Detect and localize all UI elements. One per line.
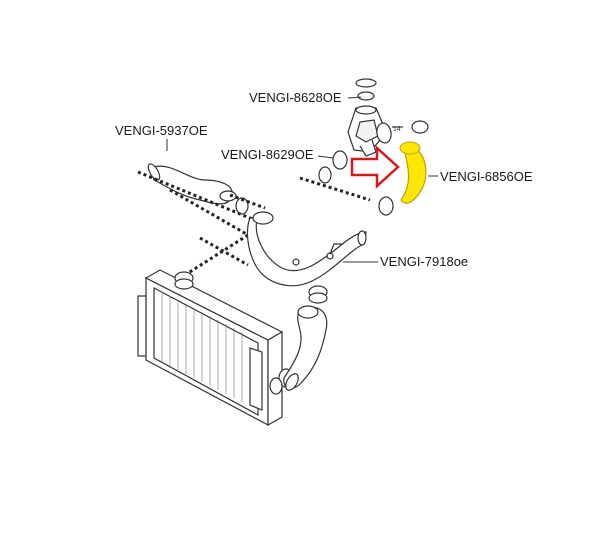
- throttle-housing: [347, 78, 429, 157]
- leader-lines: [166, 96, 438, 263]
- dashed-guides: [137, 170, 371, 277]
- part-label-8629: VENGI-8629OE: [221, 147, 314, 162]
- part-label-6856: VENGI-6856OE: [440, 169, 533, 184]
- highlighted-hose-6856: [399, 141, 427, 204]
- part-label-7918: VENGI-7918oe: [380, 254, 469, 269]
- charge-pipe-7918: [246, 211, 367, 287]
- part-label-8628: VENGI-8628OE: [249, 90, 342, 105]
- pointer-arrow: [350, 145, 400, 189]
- intercooler-fins: [161, 292, 243, 402]
- clamp-8629: [318, 150, 394, 216]
- callout-number: 14: [393, 126, 401, 133]
- lower-hose: [283, 305, 328, 391]
- part-label-5937: VENGI-5937OE: [115, 123, 208, 138]
